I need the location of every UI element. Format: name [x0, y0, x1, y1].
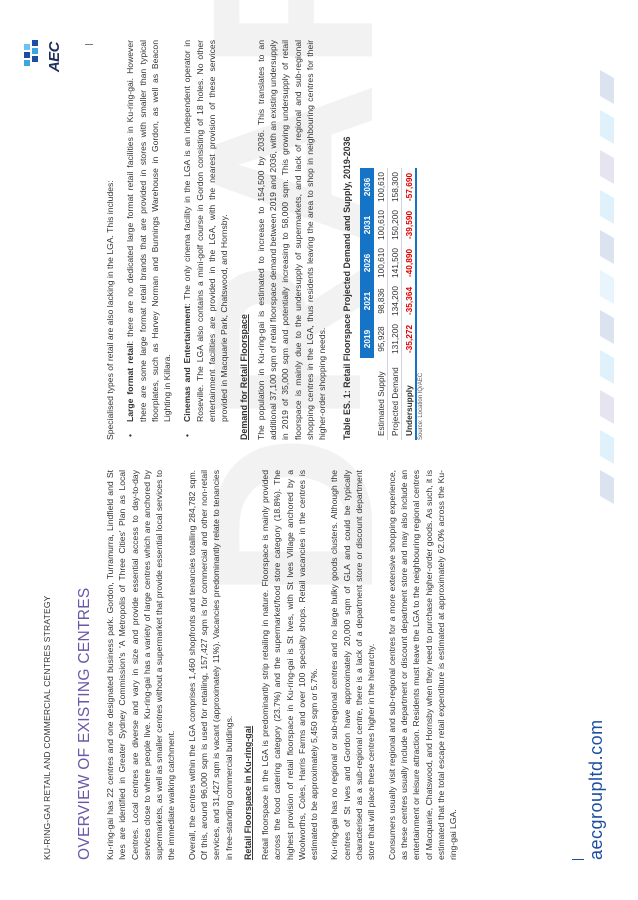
table-cell: -35,272	[401, 320, 417, 358]
running-header: KU-RING-GAI RETAIL AND COMMERCIAL CENTRE…	[42, 595, 52, 860]
page-title: OVERVIEW OF EXISTING CENTRES	[76, 587, 93, 860]
page-marker	[85, 44, 93, 45]
table-row: Estimated Supply 95,928 98,836 100,610 1…	[374, 168, 388, 440]
row-label: Estimated Supply	[374, 358, 388, 440]
table-cell: 150,200	[387, 206, 402, 244]
para-specialised: Specialised types of retail are also lac…	[105, 180, 115, 440]
bullet-icon: •	[125, 433, 136, 437]
table-row-undersupply: Undersupply -35,272 -35,364 -40,890 -39,…	[401, 168, 417, 440]
table-header-cell: 2031	[360, 206, 375, 244]
table-cell: -40,890	[401, 244, 417, 282]
specialised-list: • Large format retail: there are no dedi…	[124, 40, 230, 440]
right-column: Specialised types of retail are also lac…	[104, 40, 424, 440]
table-cell: 131,200	[387, 320, 402, 358]
table-header-blank	[360, 358, 375, 440]
table-cell: -35,364	[401, 282, 417, 320]
list-item: • Large format retail: there are no dedi…	[124, 40, 173, 440]
aec-logo-wordmark: AEC	[46, 42, 63, 73]
para-overall: Overall, the centres within the LGA comp…	[186, 470, 234, 860]
table-cell: -39,590	[401, 206, 417, 244]
table-header-cell: 2021	[360, 282, 375, 320]
bullet-lead: Large format retail	[125, 343, 136, 422]
table-cell: 100,610	[374, 244, 388, 282]
row-label: Projected Demand	[387, 358, 402, 440]
table-header-cell: 2036	[360, 168, 375, 206]
para-consumers: Consumers usually visit regional and sub…	[386, 470, 459, 860]
table-cell: 95,928	[374, 320, 388, 358]
table-title: Table ES. 1: Retail Floorspace Projected…	[342, 136, 353, 441]
left-column: Ku-ring-gai has 22 centres and one desig…	[104, 470, 459, 860]
aec-logo: AEC	[22, 38, 66, 94]
table-source: Source: Location IQ/AEC	[418, 372, 425, 440]
table-row: Projected Demand 131,200 134,200 141,500…	[387, 168, 402, 440]
row-label: Undersupply	[401, 358, 417, 440]
table-header-cell: 2026	[360, 244, 375, 282]
footer-website-link[interactable]: aecgroupltd.com	[586, 719, 606, 860]
table-cell: 141,500	[387, 244, 402, 282]
footer-rule	[572, 859, 584, 860]
table-cell: 100,610	[374, 168, 388, 206]
table-header-row: 2019 2021 2026 2031 2036	[360, 168, 375, 440]
bullet-lead: Cinemas and Entertainment	[182, 305, 193, 422]
para-demand: The population in Ku-ring-gai is estimat…	[255, 40, 328, 440]
subheading-retail-floorspace: Retail Floorspace in Ku-ring-gai	[242, 725, 253, 860]
bullet-icon: •	[182, 433, 193, 437]
aec-logo-mark-icon	[24, 40, 38, 66]
para-retail-floorspace: Retail floorspace in the LGA is predomin…	[259, 470, 320, 860]
subheading-demand: Demand for Retail Floorspace	[238, 314, 249, 440]
footer-decorative-stripes	[600, 40, 614, 505]
table-cell: 158,300	[387, 168, 402, 206]
para-no-regional: Ku-ring-gai has no regional or sub-regio…	[329, 470, 377, 860]
footer: aecgroupltd.com	[572, 719, 607, 860]
para-centres: Ku-ring-gai has 22 centres and one desig…	[105, 470, 177, 860]
list-item: • Cinemas and Entertainment: The only ci…	[181, 40, 230, 440]
floorspace-table: 2019 2021 2026 2031 2036 Estimated Suppl…	[360, 168, 417, 440]
table-cell: 100,610	[374, 206, 388, 244]
table-header-cell: 2019	[360, 320, 375, 358]
table-cell: 134,200	[387, 282, 402, 320]
table-cell: -57,690	[401, 168, 417, 206]
table-cell: 98,836	[374, 282, 388, 320]
